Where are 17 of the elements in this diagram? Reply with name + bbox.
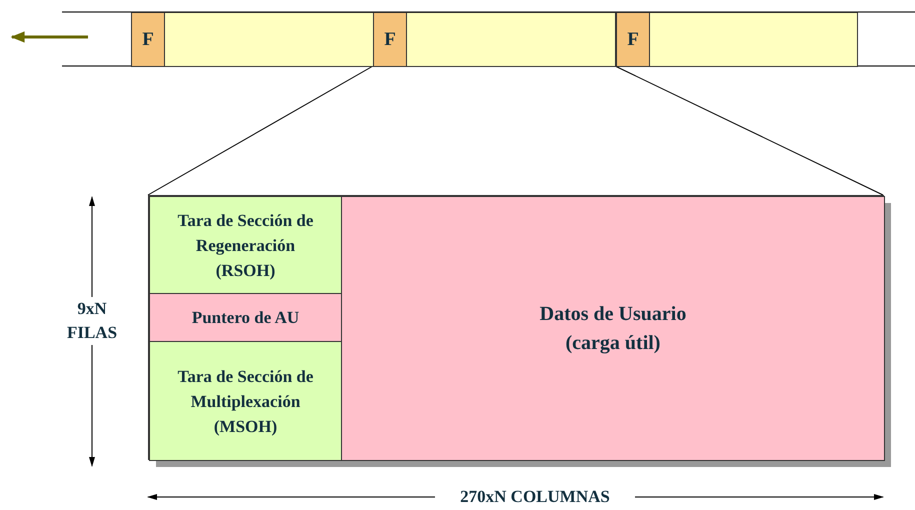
payload-segment bbox=[649, 12, 858, 67]
frame-marker bbox=[373, 12, 407, 67]
payload-segment bbox=[164, 12, 374, 67]
block-label: Tara de Sección de Regeneración (RSOH) bbox=[176, 210, 314, 282]
payload-segment bbox=[406, 12, 616, 67]
payload-block bbox=[341, 196, 885, 461]
frame-structure-box bbox=[148, 195, 884, 460]
overhead-block bbox=[149, 196, 342, 294]
frame-letter: F bbox=[384, 28, 396, 52]
block-label: Datos de Usuario (carga útil) bbox=[538, 302, 688, 356]
frame-letter: F bbox=[627, 28, 639, 52]
overhead-block bbox=[149, 341, 342, 461]
frame-marker bbox=[616, 12, 650, 67]
frame-letter: F bbox=[142, 28, 154, 52]
block-label: Puntero de AU bbox=[190, 307, 300, 329]
block-label: Tara de Sección de Multiplexación (MSOH) bbox=[176, 366, 314, 438]
frame-marker bbox=[131, 12, 165, 67]
